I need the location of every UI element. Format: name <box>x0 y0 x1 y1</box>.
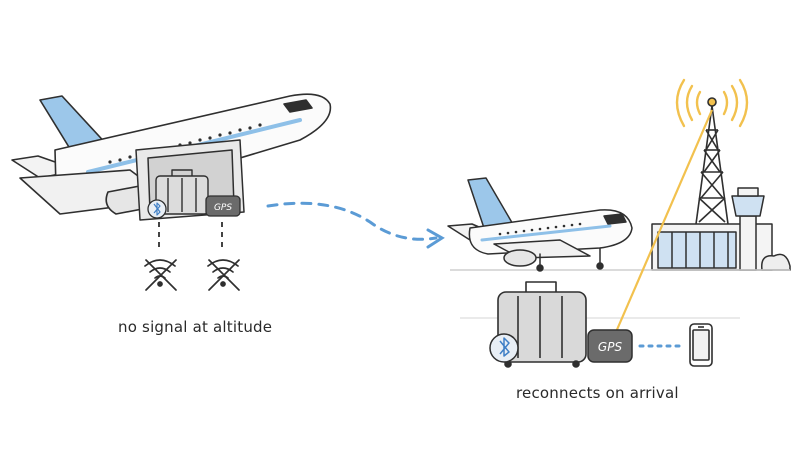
hold-bluetooth-tag <box>147 199 167 219</box>
landed-plane-windows <box>498 222 582 236</box>
caption-reconnects: reconnects on arrival <box>516 384 679 402</box>
landed-plane-cockpit <box>603 213 627 225</box>
bluetooth-icon <box>153 202 161 216</box>
no-signal-icon <box>144 259 177 291</box>
no-signal-icon <box>207 259 240 291</box>
airborne-plane-cockpit <box>283 99 313 113</box>
cell-tower-icon <box>695 97 729 225</box>
ground-bluetooth-tag <box>489 333 519 363</box>
flight-path-arrow <box>266 201 445 249</box>
bluetooth-icon <box>499 337 510 357</box>
tower-signal-waves <box>675 78 749 128</box>
tower-to-gps-link <box>614 109 714 333</box>
landed-plane-tail <box>467 177 515 229</box>
landed-plane-engine <box>503 249 537 267</box>
landed-plane-stripe <box>480 224 612 242</box>
hold-gps-label: GPS <box>214 203 232 213</box>
hold-suitcase <box>155 169 209 215</box>
smartphone-icon <box>689 323 713 367</box>
ground-gps-tracker: GPS <box>587 329 633 363</box>
caption-no-signal: no signal at altitude <box>118 318 273 336</box>
ground-gps-label: GPS <box>598 340 623 354</box>
hold-gps-tracker: GPS <box>205 195 241 217</box>
no-signal-drop-lines <box>158 222 223 252</box>
airport-terminal <box>651 187 791 271</box>
landed-plane <box>447 177 633 272</box>
